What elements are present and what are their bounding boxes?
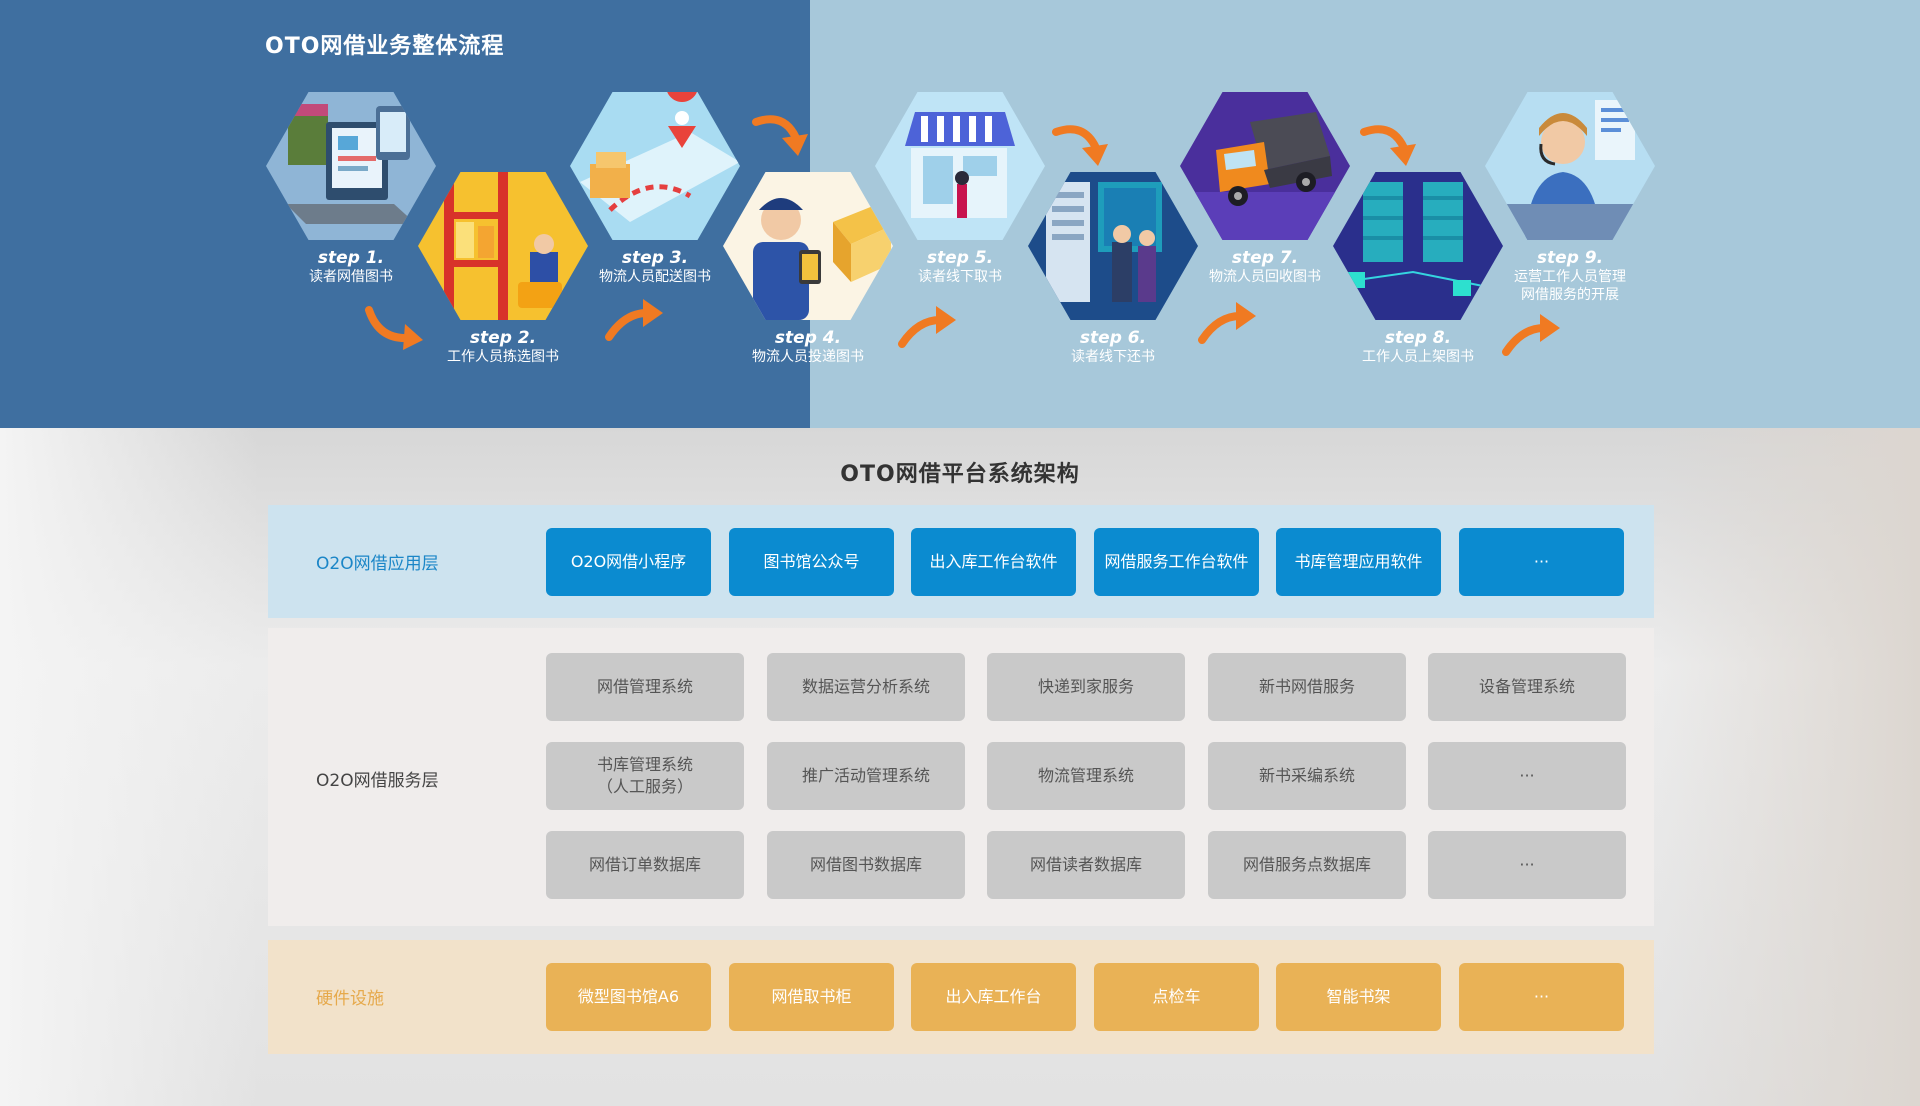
flow-step-9 — [1485, 92, 1655, 240]
flow-step-4-text: step 4. 物流人员投递图书 — [708, 328, 908, 366]
courier-delivery-icon — [723, 172, 893, 320]
step-description: 运营工作人员管理 网借服务的开展 — [1514, 269, 1626, 303]
flow-step-5-text: step 5. 读者线下取书 — [860, 248, 1060, 286]
online-reading-icon — [266, 92, 436, 240]
step-number: step 6. — [1079, 328, 1147, 348]
service-item[interactable]: 网借管理系统 — [546, 653, 744, 721]
return-book-icon — [1028, 172, 1198, 320]
service-item[interactable]: 新书采编系统 — [1208, 742, 1406, 810]
flow-step-1-text: step 1. 读者网借图书 — [251, 248, 451, 286]
step-number: step 1. — [317, 248, 385, 268]
step-number: step 9. — [1536, 248, 1604, 268]
flow-step-3-text: step 3. 物流人员配送图书 — [555, 248, 755, 286]
flow-step-6-text: step 6. 读者线下还书 — [1013, 328, 1213, 366]
service-item[interactable]: 书库管理系统 （人工服务） — [546, 742, 744, 810]
service-more-button[interactable]: ··· — [1428, 831, 1626, 899]
hardware-more-button[interactable]: ··· — [1459, 963, 1624, 1031]
service-item[interactable]: 推广活动管理系统 — [767, 742, 965, 810]
app-warehouse-workbench-button[interactable]: 出入库工作台软件 — [911, 528, 1076, 596]
service-item[interactable]: 网借服务点数据库 — [1208, 831, 1406, 899]
flow-step-5 — [875, 92, 1045, 240]
warehouse-picking-icon — [418, 172, 588, 320]
service-item[interactable]: 新书网借服务 — [1208, 653, 1406, 721]
hardware-item[interactable]: 智能书架 — [1276, 963, 1441, 1031]
service-item[interactable]: 数据运营分析系统 — [767, 653, 965, 721]
step-number: step 4. — [774, 328, 842, 348]
hardware-item[interactable]: 点检车 — [1094, 963, 1259, 1031]
service-layer: O2O网借服务层 网借管理系统 数据运营分析系统 快递到家服务 新书网借服务 设… — [268, 628, 1654, 926]
truck-icon — [1180, 92, 1350, 240]
operator-headset-icon — [1485, 92, 1655, 240]
step-description: 物流人员投递图书 — [752, 349, 864, 365]
step-number: step 3. — [621, 248, 689, 268]
step-description: 物流人员回收图书 — [1209, 269, 1321, 285]
service-item[interactable]: 物流管理系统 — [987, 742, 1185, 810]
flow-step-9-text: step 9. 运营工作人员管理 网借服务的开展 — [1470, 248, 1670, 304]
step-description: 读者网借图书 — [309, 269, 393, 285]
flow-arrow-icon — [752, 115, 808, 156]
step-description: 工作人员拣选图书 — [447, 349, 559, 365]
app-service-workbench-button[interactable]: 网借服务工作台软件 — [1094, 528, 1259, 596]
step-description: 读者线下取书 — [918, 269, 1002, 285]
service-item[interactable]: 设备管理系统 — [1428, 653, 1626, 721]
service-item[interactable]: 网借图书数据库 — [767, 831, 965, 899]
business-flow-banner: OTO网借业务整体流程 step 1. 读者网借图书 step 2. 工作人员拣… — [0, 0, 1920, 428]
service-item[interactable]: 快递到家服务 — [987, 653, 1185, 721]
hardware-item[interactable]: 出入库工作台 — [911, 963, 1076, 1031]
flow-arrow-icon — [365, 306, 423, 350]
flow-step-8-text: step 8. 工作人员上架图书 — [1318, 328, 1518, 366]
step-description: 物流人员配送图书 — [599, 269, 711, 285]
flow-step-7 — [1180, 92, 1350, 240]
flow-arrow-icon — [1198, 302, 1256, 344]
flow-step-2 — [418, 172, 588, 320]
pickup-kiosk-icon — [875, 92, 1045, 240]
flow-step-6 — [1028, 172, 1198, 320]
hardware-item[interactable]: 微型图书馆A6 — [546, 963, 711, 1031]
step-number: step 2. — [469, 328, 537, 348]
service-item[interactable]: 网借订单数据库 — [546, 831, 744, 899]
flow-step-4 — [723, 172, 893, 320]
hardware-item[interactable]: 网借取书柜 — [729, 963, 894, 1031]
app-stack-management-button[interactable]: 书库管理应用软件 — [1276, 528, 1441, 596]
hardware-layer-label: 硬件设施 — [316, 989, 384, 1009]
app-more-button[interactable]: ··· — [1459, 528, 1624, 596]
architecture-title: OTO网借平台系统架构 — [840, 462, 1080, 487]
flow-arrow-icon — [1502, 314, 1560, 356]
flow-arrow-icon — [1052, 125, 1108, 166]
delivery-map-icon — [570, 92, 740, 240]
hardware-layer: 硬件设施 微型图书馆A6 网借取书柜 出入库工作台 点检车 智能书架 ··· — [268, 940, 1654, 1054]
flow-step-7-text: step 7. 物流人员回收图书 — [1165, 248, 1365, 286]
step-number: step 8. — [1384, 328, 1452, 348]
step-number: step 5. — [926, 248, 994, 268]
app-official-account-button[interactable]: 图书馆公众号 — [729, 528, 894, 596]
flow-step-8 — [1333, 172, 1503, 320]
app-layer: O2O网借应用层 O2O网借小程序 图书馆公众号 出入库工作台软件 网借服务工作… — [268, 505, 1654, 618]
service-more-button[interactable]: ··· — [1428, 742, 1626, 810]
flow-arrow-icon — [898, 306, 956, 348]
app-layer-label: O2O网借应用层 — [316, 554, 439, 574]
flow-step-3 — [570, 92, 740, 240]
service-item[interactable]: 网借读者数据库 — [987, 831, 1185, 899]
step-description: 工作人员上架图书 — [1362, 349, 1474, 365]
flow-title: OTO网借业务整体流程 — [265, 34, 505, 59]
app-miniprogram-button[interactable]: O2O网借小程序 — [546, 528, 711, 596]
shelving-icon — [1333, 172, 1503, 320]
flow-step-1 — [266, 92, 436, 240]
flow-arrow-icon — [605, 299, 663, 341]
step-number: step 7. — [1231, 248, 1299, 268]
flow-step-2-text: step 2. 工作人员拣选图书 — [403, 328, 603, 366]
step-description: 读者线下还书 — [1071, 349, 1155, 365]
flow-arrow-icon — [1360, 125, 1416, 166]
service-layer-label: O2O网借服务层 — [316, 771, 439, 791]
